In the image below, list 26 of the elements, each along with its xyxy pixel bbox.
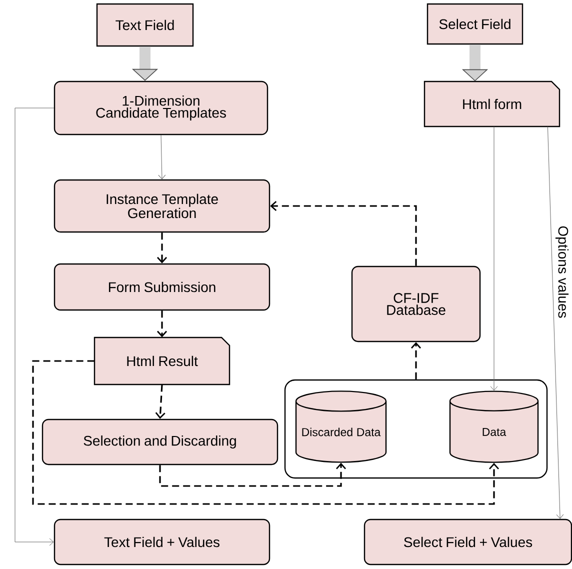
dashed-arrow [156,232,168,264]
edge-label: Options values [554,224,570,320]
document-box: Html Result [94,336,230,386]
dashed-arrow [270,200,417,266]
dashed-arrow [155,384,166,419]
process-box: Text Field + Values [54,518,270,566]
database-cylinder: Data [449,390,539,463]
arrow [158,134,166,180]
process-box: 1-Dimension Candidate Templates [54,80,268,136]
process-box: Instance Template Generation [54,179,270,233]
arrow [14,108,54,546]
dashed-arrow [32,360,500,505]
arrow [490,126,498,391]
process-box: CF-IDF Database [351,266,481,342]
process-box: Select Field + Values [364,518,572,566]
document-box: Html form [424,80,560,128]
process-box: Selection and Discarding [42,418,278,466]
dashed-arrow [159,462,346,487]
input-box: Select Field [426,3,524,45]
dashed-arrow [410,342,422,380]
dashed-arrow [156,310,168,338]
database-cylinder: Discarded Data [295,390,387,463]
process-box: Form Submission [54,263,270,311]
group-box [284,379,548,479]
input-box: Text Field [96,3,194,47]
arrow [547,126,564,519]
